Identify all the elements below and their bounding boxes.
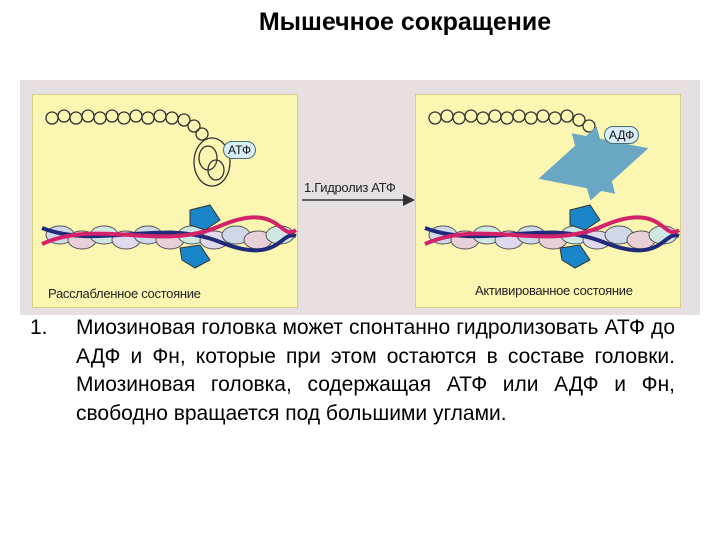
explanation-list-item: 1. Миозиновая головка может спонтанно ги… (30, 314, 675, 428)
actin-filament-right (424, 204, 681, 269)
actin-filament-left (41, 204, 298, 269)
myosin-chain-right (428, 109, 619, 185)
relaxed-state-caption: Расслабленное состояние (48, 286, 201, 301)
list-text: Миозиновая головка может спонтанно гидро… (76, 316, 675, 425)
adp-label: АДФ (604, 126, 640, 144)
myosin-chain-left (45, 109, 231, 187)
activated-state-caption: Активированное состояние (475, 283, 633, 298)
figure-drawing (41, 109, 681, 269)
slide-title: Мышечное сокращение (258, 8, 552, 36)
hydrolysis-arrow-label: 1.Гидролиз АТФ (304, 180, 396, 195)
muscle-contraction-figure: 1.Гидролиз АТФ АТФ АДФ Расслабленное сос… (20, 80, 700, 315)
list-number: 1. (30, 316, 48, 339)
rotation-arrow (538, 126, 649, 201)
relaxed-state-panel (32, 94, 298, 308)
atp-label: АТФ (223, 141, 257, 159)
